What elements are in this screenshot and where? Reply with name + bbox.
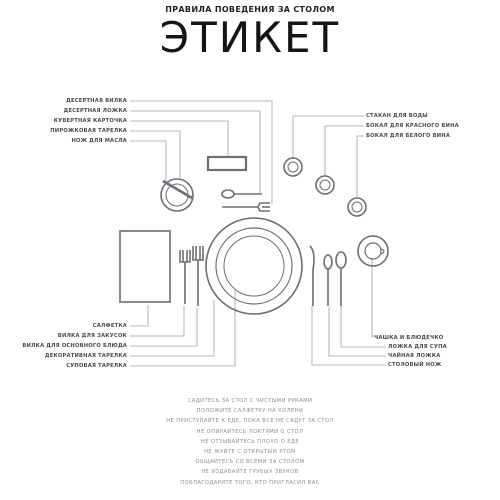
label-red-wine-glass: БОКАЛ ДЛЯ КРАСНОГО ВИНА (366, 123, 459, 129)
leader-salad-fork (130, 306, 185, 337)
label-charger-plate: ДЕКОРАТИВНАЯ ТАРЕЛКА (44, 353, 127, 359)
rule-item: САДИТЕСЬ ЗА СТОЛ С ЧИСТЫМИ РУКАМИ (187, 398, 313, 404)
leader-red-wine-glass (324, 125, 364, 176)
leader-table-knife (311, 306, 386, 366)
dessert-spoon-bowl (221, 189, 235, 199)
red-wine-glass (315, 175, 335, 195)
rule-item: НЕ ОТЗЫВАЙТЕСЬ ПЛОХО О ЕДЕ (200, 438, 300, 445)
subtitle: ПРАВИЛА ПОВЕДЕНИЯ ЗА СТОЛОМ (165, 5, 335, 14)
label-butter-knife: НОЖ ДЛЯ МАСЛА (71, 138, 127, 144)
leader-water-glass (292, 115, 364, 159)
rule-item: НЕ ПРИСТУПАЙТЕ К ЕДЕ, ПОКА ВСЕ НЕ СЯДУТ … (166, 418, 334, 425)
cup-handle (380, 248, 385, 255)
leader-bread-plate (130, 130, 181, 178)
label-teaspoon: ЧАЙНАЯ ЛОЖКА (388, 353, 441, 359)
label-salad-fork: ВИЛКА ДЛЯ ЗАКУСОК (57, 333, 127, 339)
rule-item: ПОЛОЖИТЕ САЛФЕТКУ НА КОЛЕНИ (196, 408, 304, 415)
napkin (119, 230, 171, 303)
leader-teaspoon (328, 307, 386, 357)
label-dinner-fork: ВИЛКА ДЛЯ ОСНОВНОГО БЛЮДА (22, 343, 127, 349)
leader-charger-plate (130, 300, 215, 357)
rule-item: НЕ ОПИРАЙТЕСЬ ЛОКТЯМИ О СТОЛ (196, 428, 304, 435)
label-table-knife: СТОЛОВЫЙ НОЖ (388, 362, 442, 368)
charger-plate (205, 217, 303, 315)
butter-knife (162, 179, 193, 200)
bread-plate (160, 178, 194, 212)
place-setting-items (119, 155, 389, 315)
dinner-fork-tines (192, 246, 204, 261)
soup-spoon-bowl (335, 251, 347, 269)
soup-plate-inner (223, 235, 285, 297)
label-dessert-fork: ДЕСЕРТНАЯ ВИЛКА (66, 98, 127, 104)
teaspoon-bowl (323, 254, 333, 270)
page-title: ЭТИКЕТ (159, 13, 341, 62)
white-wine-glass (347, 197, 367, 217)
rule-item: ОБЩАЙТЕСЬ СО ВСЕМИ ЗА СТОЛОМ (195, 459, 305, 466)
rule-item: ПОБЛАГОДАРИТЕ ТОГО, КТО ПРИГЛАСИЛ ВАС (180, 479, 320, 486)
table-knife (309, 245, 315, 306)
leader-dinner-fork (130, 308, 198, 347)
rule-item: НЕ ИЗДАВАЙТЕ ГРУБЫХ ЗВУКОВ (201, 469, 299, 476)
leader-soup-spoon (340, 306, 386, 348)
salad-fork-tines (179, 250, 191, 263)
leader-dessert-fork (130, 100, 273, 204)
label-white-wine-glass: БОКАЛ ДЛЯ БЕЛОГО ВИНА (366, 133, 451, 139)
leader-dessert-spoon (130, 110, 261, 193)
leader-soup-plate (130, 290, 236, 367)
rule-item: НЕ ЖУЙТЕ С ОТКРЫТЫМ РТОМ (204, 449, 296, 456)
saucer (357, 235, 389, 267)
leader-butter-knife (130, 140, 167, 181)
etiquette-rules: САДИТЕСЬ ЗА СТОЛ С ЧИСТЫМИ РУКАМИ ПОЛОЖИ… (0, 396, 500, 488)
label-soup-spoon: ЛОЖКА ДЛЯ СУПА (388, 344, 447, 350)
label-bread-plate: ПИРОЖКОВАЯ ТАРЕЛКА (50, 128, 127, 134)
label-dessert-spoon: ДЕСЕРТНАЯ ЛОЖКА (63, 108, 127, 114)
leader-place-card (130, 120, 229, 157)
label-place-card: КУВЕРТНАЯ КАРТОЧКА (53, 118, 127, 124)
water-glass (283, 157, 303, 177)
label-soup-plate: СУПОВАЯ ТАРЕЛКА (66, 363, 127, 369)
leader-white-wine-glass (356, 135, 364, 197)
place-card (206, 155, 248, 172)
cup (364, 242, 382, 260)
soup-plate (215, 227, 293, 305)
label-napkin: САЛФЕТКА (92, 323, 127, 329)
leader-napkin (130, 305, 149, 327)
leader-lines (130, 100, 386, 367)
dessert-fork-tines (257, 202, 270, 212)
label-water-glass: СТАКАН ДЛЯ ВОДЫ (366, 113, 428, 119)
label-cup-saucer: ЧАШКА И БЛЮДЕЧКО (374, 335, 444, 341)
